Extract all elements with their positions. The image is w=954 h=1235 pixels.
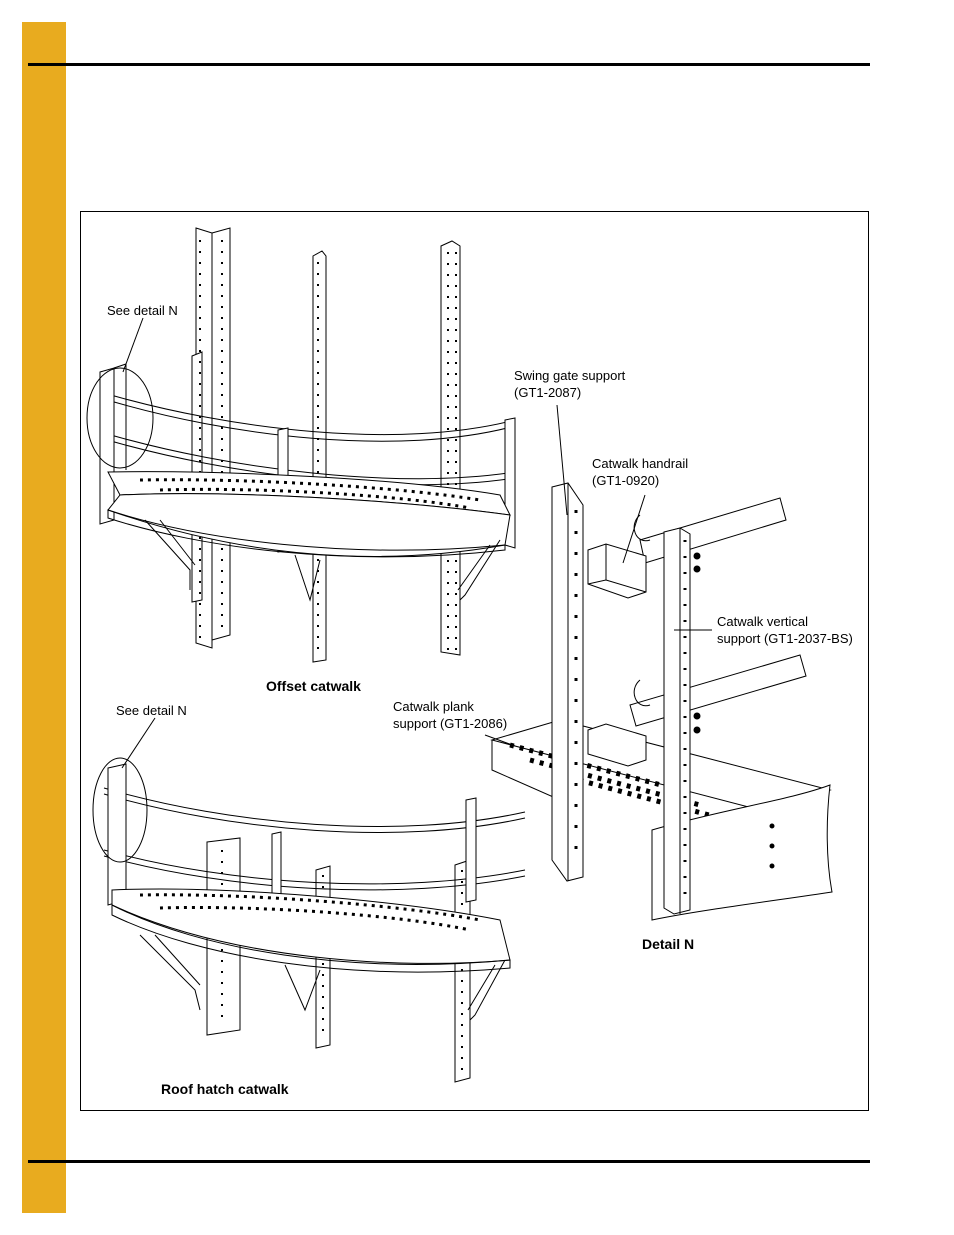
roof-hatch-catwalk-caption: Roof hatch catwalk bbox=[161, 1081, 289, 1097]
vertical-support-label-line1: Catwalk vertical bbox=[717, 614, 809, 629]
plank-support-label-line1: Catwalk plank bbox=[393, 699, 474, 714]
swing-gate-label-line1: Swing gate support bbox=[514, 368, 626, 383]
detail-n-caption: Detail N bbox=[642, 936, 695, 952]
offset-catwalk-caption: Offset catwalk bbox=[266, 678, 361, 694]
offset-catwalk-drawing bbox=[99, 227, 516, 663]
vertical-support-label-line2: support (GT1-2037-BS) bbox=[717, 631, 853, 646]
detail-n-drawing bbox=[490, 482, 833, 921]
swing-gate-label-line2: (GT1-2087) bbox=[514, 385, 582, 400]
footer-rule bbox=[28, 1160, 870, 1163]
header-rule bbox=[28, 63, 870, 66]
detail-n-leaders bbox=[484, 404, 712, 747]
detail-leader-2 bbox=[121, 717, 156, 769]
detail-leader-1 bbox=[122, 317, 144, 373]
roof-hatch-catwalk-drawing bbox=[103, 763, 526, 1083]
side-tab bbox=[22, 22, 66, 1213]
detail-circle-2 bbox=[92, 757, 148, 863]
figure-frame bbox=[80, 211, 869, 1111]
detail-circle-1 bbox=[86, 367, 154, 469]
plank-support-label-line2: support (GT1-2086) bbox=[393, 716, 508, 731]
handrail-label-line1: Catwalk handrail bbox=[592, 456, 689, 471]
see-detail-label-1: See detail N bbox=[107, 303, 178, 318]
see-detail-label-2: See detail N bbox=[116, 703, 187, 718]
handrail-label-line2: (GT1-0920) bbox=[592, 473, 660, 488]
